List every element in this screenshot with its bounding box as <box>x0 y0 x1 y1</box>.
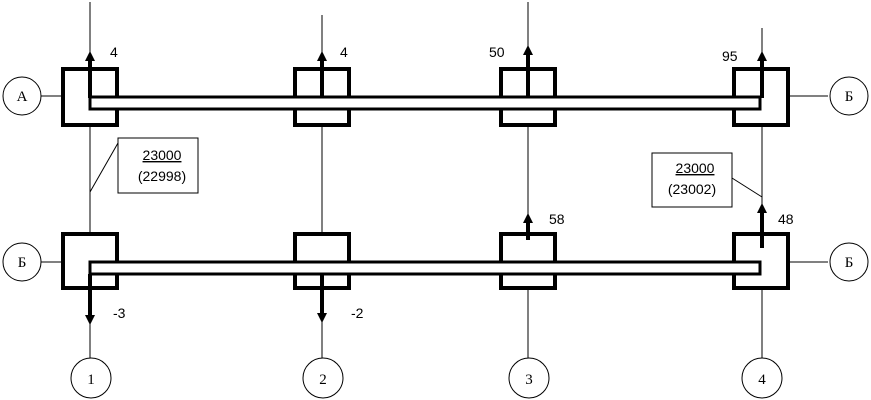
dimension-callout-left: 23000 (22998) <box>89 137 199 194</box>
row-bubble-bottom-right <box>829 242 869 282</box>
row-label-top-left: А <box>17 89 28 105</box>
row-bubble-bottom-left <box>2 242 42 282</box>
column-label-4: 4 <box>758 372 766 388</box>
dimension-design-right: 23000 <box>676 160 715 176</box>
deviation-label-top-4: 95 <box>722 48 738 64</box>
row-bubble-top-right <box>829 76 869 116</box>
deviation-label-bottom-3: 58 <box>549 211 565 227</box>
beam-top <box>88 95 762 111</box>
beam-bottom <box>88 260 762 276</box>
column-label-3: 3 <box>525 372 533 388</box>
deviation-label-top-1: 4 <box>110 44 118 60</box>
deviation-label-bottom-1: -3 <box>113 305 126 321</box>
deviation-label-bottom-4: 48 <box>778 211 794 227</box>
dimension-actual-right: (23002) <box>668 181 716 197</box>
row-label-bottom-left: Б <box>18 255 27 271</box>
column-bubble-1 <box>70 357 112 399</box>
dimension-actual-left: (22998) <box>138 168 186 184</box>
row-label-bottom-right: Б <box>845 255 854 271</box>
column-label-1: 1 <box>87 372 95 388</box>
deviation-label-top-3: 50 <box>489 44 505 60</box>
row-bubble-top-left <box>2 76 42 116</box>
deviation-label-bottom-2: -2 <box>351 305 364 321</box>
beams <box>88 95 762 276</box>
column-bubble-4 <box>741 357 783 399</box>
dimension-box-left <box>117 137 199 194</box>
dimension-box-right <box>651 152 733 208</box>
dimension-design-left: 23000 <box>143 147 182 163</box>
deviation-labels: 4 4 50 95 -3 -2 58 48 <box>110 44 794 321</box>
row-axis-bubbles: А Б Б Б <box>2 76 869 282</box>
column-bubble-3 <box>508 357 550 399</box>
column-bubble-2 <box>302 357 344 399</box>
dimension-callout-right: 23000 (23002) <box>651 152 763 208</box>
leader-line-left <box>89 142 119 193</box>
leader-line-right <box>731 177 763 198</box>
column-label-2: 2 <box>319 372 327 388</box>
row-label-top-right: Б <box>845 89 854 105</box>
deviation-arrows <box>85 45 767 325</box>
column-axis-bubbles: 1 2 3 4 <box>70 357 783 399</box>
deviation-label-top-2: 4 <box>340 44 348 60</box>
